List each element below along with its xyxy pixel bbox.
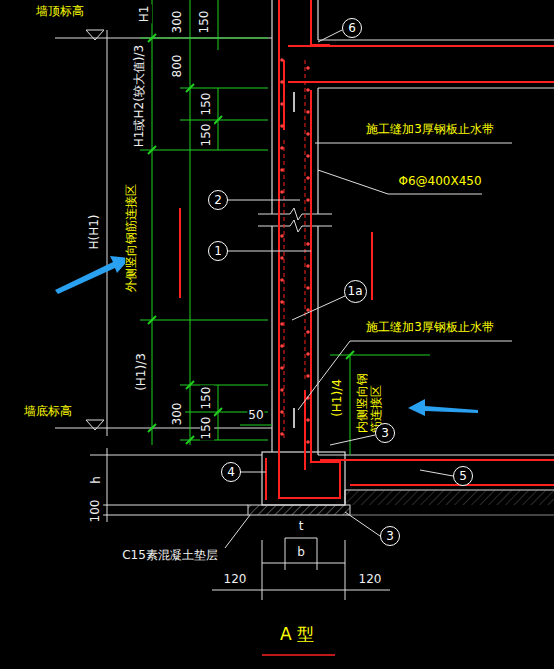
callout-number: 1a bbox=[348, 285, 363, 297]
callout-circle: 4 bbox=[221, 462, 241, 482]
note-text: 施工缝加3厚钢板止水带 bbox=[365, 321, 495, 335]
dimension-text: 300 bbox=[171, 402, 185, 427]
note-text: b bbox=[296, 546, 306, 560]
note-text: t bbox=[298, 520, 305, 534]
note-text: 施工缝加3厚钢板止水带 bbox=[365, 123, 495, 137]
note-text: Φ6@400X450 bbox=[397, 175, 482, 189]
callout-circle: 1 bbox=[208, 241, 228, 261]
callout-number: 3 bbox=[386, 530, 394, 542]
dimension-text: 外侧竖向钢筋连接区 bbox=[125, 183, 139, 293]
note-text: 墙顶标高 bbox=[35, 5, 85, 19]
dimension-text: 150 bbox=[200, 92, 214, 117]
callout-number: 3 bbox=[381, 427, 389, 439]
callout-circle: 1a bbox=[344, 280, 367, 303]
dimension-text: 150 bbox=[200, 123, 214, 148]
note-text: 120 bbox=[223, 573, 248, 587]
dimension-text: 100 bbox=[89, 499, 103, 524]
callout-circle: 6 bbox=[342, 18, 362, 38]
dimension-text: (H1)/4 bbox=[331, 378, 345, 418]
dimension-text: H1 bbox=[138, 5, 152, 24]
dimension-text: 800 bbox=[171, 54, 185, 79]
note-text: C15素混凝土垫层 bbox=[121, 549, 219, 563]
dimension-text: 150 bbox=[198, 10, 212, 35]
callout-circle: 3 bbox=[380, 526, 400, 546]
dimension-text: 150 bbox=[200, 416, 214, 441]
callout-number: 1 bbox=[214, 245, 222, 257]
dimension-text: 300 bbox=[171, 10, 185, 35]
callout-number: 6 bbox=[348, 22, 356, 34]
callout-number: 5 bbox=[459, 470, 467, 482]
callout-circle: 3 bbox=[375, 423, 395, 443]
dimension-text: H1或H2(较大值)/3 bbox=[133, 44, 147, 148]
callout-number: 4 bbox=[227, 466, 235, 478]
callout-circle: 5 bbox=[453, 466, 473, 486]
note-text: 120 bbox=[358, 573, 383, 587]
drawing-caption: A 型 bbox=[280, 623, 314, 646]
dimension-text: h bbox=[90, 475, 104, 485]
dimension-text: 150 bbox=[200, 386, 214, 411]
dimension-text: H(H1) bbox=[88, 213, 102, 250]
note-text: 50 bbox=[247, 409, 264, 423]
callout-number: 2 bbox=[214, 194, 222, 206]
dimension-text: (H1)/3 bbox=[135, 352, 149, 392]
note-text: 墙底标高 bbox=[23, 405, 73, 419]
callout-circle: 2 bbox=[208, 190, 228, 210]
